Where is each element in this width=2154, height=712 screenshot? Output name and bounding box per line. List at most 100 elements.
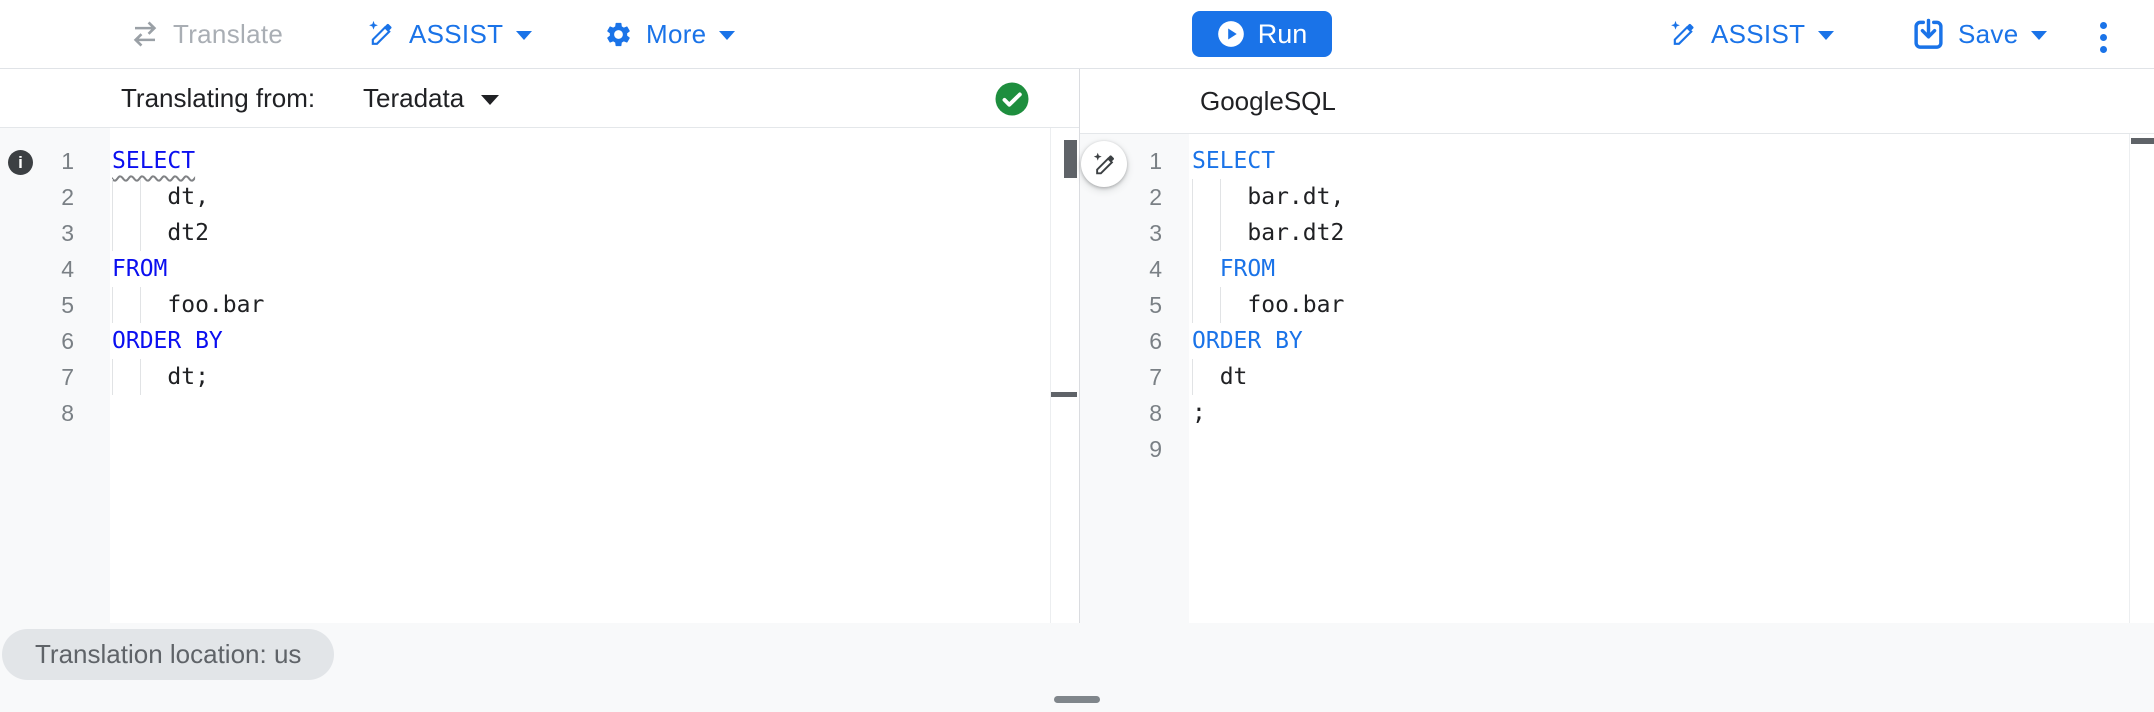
target-editor-scrollbar-thumb[interactable] xyxy=(2131,138,2154,144)
code-line[interactable]: dt2 xyxy=(112,215,1042,251)
sql-keyword: ORDER BY xyxy=(112,328,223,354)
sql-text: dt xyxy=(1192,364,1248,390)
code-line[interactable]: foo.bar xyxy=(112,287,1042,323)
sql-keyword: FROM xyxy=(1219,256,1276,282)
chevron-down-icon xyxy=(2031,31,2048,40)
pencil-sparkle-icon xyxy=(1093,152,1114,174)
assist-dropdown-left[interactable]: ASSIST xyxy=(366,0,533,68)
line-number: 6 xyxy=(61,328,74,354)
line-number: 6 xyxy=(1149,328,1162,354)
sql-text: dt, xyxy=(112,184,209,210)
code-line[interactable]: SELECT xyxy=(1192,143,2122,179)
pencil-sparkle-icon xyxy=(366,19,396,49)
line-number: 3 xyxy=(1149,220,1162,246)
sql-keyword: SELECT xyxy=(1192,148,1276,174)
source-editor-scrollbar-marker[interactable] xyxy=(1051,392,1077,397)
three-dot-vertical-icon xyxy=(2100,34,2107,41)
code-line[interactable]: dt xyxy=(1192,359,2122,395)
sql-text: dt2 xyxy=(112,220,209,246)
overflow-menu-button[interactable] xyxy=(2098,20,2109,55)
indent-guide xyxy=(1192,215,1193,251)
line-number: 4 xyxy=(1149,256,1162,282)
translate-button[interactable]: Translate xyxy=(130,0,283,68)
sql-text: ; xyxy=(1192,400,1206,426)
assist-dropdown-label: ASSIST xyxy=(409,18,504,49)
line-number: 3 xyxy=(61,220,74,246)
bottom-scrollbar-thumb[interactable] xyxy=(1054,696,1100,703)
code-line[interactable]: bar.dt, xyxy=(1192,179,2122,215)
indent-guide xyxy=(1219,287,1221,323)
code-line[interactable]: ; xyxy=(1192,395,2122,431)
line-number: 7 xyxy=(61,364,74,390)
translating-from-label: Translating from: xyxy=(121,82,316,113)
code-line[interactable]: dt, xyxy=(112,179,1042,215)
line-number: 1 xyxy=(61,148,74,174)
line-number: 2 xyxy=(1149,184,1162,210)
three-dot-vertical-icon xyxy=(2100,46,2107,53)
check-circle-icon xyxy=(995,82,1029,116)
source-dialect-dropdown[interactable]: Teradata xyxy=(363,69,500,128)
more-dropdown-label: More xyxy=(646,18,707,49)
line-number: 4 xyxy=(61,256,74,282)
code-line[interactable] xyxy=(112,395,1042,431)
indent-guide xyxy=(112,215,113,251)
code-line[interactable]: foo.bar xyxy=(1192,287,2122,323)
indent-guide xyxy=(1192,251,1193,287)
line-number: 8 xyxy=(61,400,74,426)
code-line[interactable] xyxy=(1192,431,2122,467)
indent-guide xyxy=(1219,215,1221,251)
source-editor-scrollbar-thumb[interactable] xyxy=(1064,140,1077,178)
run-button[interactable]: Run xyxy=(1192,11,1332,57)
code-line[interactable]: ORDER BY xyxy=(1192,323,2122,359)
info-circle-icon[interactable]: i xyxy=(8,150,33,175)
code-line[interactable]: bar.dt2 xyxy=(1192,215,2122,251)
code-line[interactable]: SELECT xyxy=(112,143,1042,179)
more-dropdown[interactable]: More xyxy=(604,0,736,68)
chevron-down-icon xyxy=(1818,31,1835,40)
indent-guide xyxy=(1192,359,1193,395)
source-editor-scrollbar-track xyxy=(1050,128,1078,623)
source-dialect-value: Teradata xyxy=(363,83,465,113)
save-box-icon xyxy=(1912,18,1945,51)
indent-guide xyxy=(112,287,113,323)
sql-keyword: FROM xyxy=(112,256,168,282)
indent-guide xyxy=(112,179,113,215)
three-dot-vertical-icon xyxy=(2100,22,2107,29)
source-subheader: Translating from: Teradata xyxy=(0,69,1079,128)
sql-text: bar.dt2 xyxy=(1192,220,1345,246)
assist-dropdown-right[interactable]: ASSIST xyxy=(1668,0,1835,68)
pencil-sparkle-icon xyxy=(1668,19,1698,49)
translate-button-label: Translate xyxy=(173,18,284,49)
line-number: 9 xyxy=(1149,436,1162,462)
line-number: 2 xyxy=(61,184,74,210)
assist-dropdown-label: ASSIST xyxy=(1711,18,1806,49)
line-number: 1 xyxy=(1149,148,1162,174)
chevron-down-icon xyxy=(516,31,533,40)
code-line[interactable]: dt; xyxy=(112,359,1042,395)
save-dropdown[interactable]: Save xyxy=(1912,0,2048,68)
floating-assist-button[interactable] xyxy=(1081,141,1127,187)
code-line[interactable]: FROM xyxy=(1192,251,2122,287)
translation-location-chip: Translation location: us xyxy=(2,629,335,680)
indent-guide xyxy=(1192,287,1193,323)
sql-text: dt; xyxy=(112,364,209,390)
indent-guide xyxy=(139,179,141,215)
code-line[interactable]: FROM xyxy=(112,251,1042,287)
code-line[interactable]: ORDER BY xyxy=(112,323,1042,359)
play-circle-icon xyxy=(1217,20,1245,48)
indent-guide xyxy=(1219,179,1221,215)
sql-text: foo.bar xyxy=(112,292,265,318)
target-subheader: GoogleSQL xyxy=(1080,69,2154,134)
footer-bar: Translation location: us xyxy=(0,623,2154,712)
chevron-down-icon xyxy=(481,95,500,105)
line-number: 5 xyxy=(1149,292,1162,318)
line-number: 8 xyxy=(1149,400,1162,426)
source-valid-status xyxy=(994,81,1030,117)
save-dropdown-label: Save xyxy=(1958,18,2019,49)
run-button-label: Run xyxy=(1257,18,1308,49)
pane-divider[interactable] xyxy=(1079,69,1080,623)
